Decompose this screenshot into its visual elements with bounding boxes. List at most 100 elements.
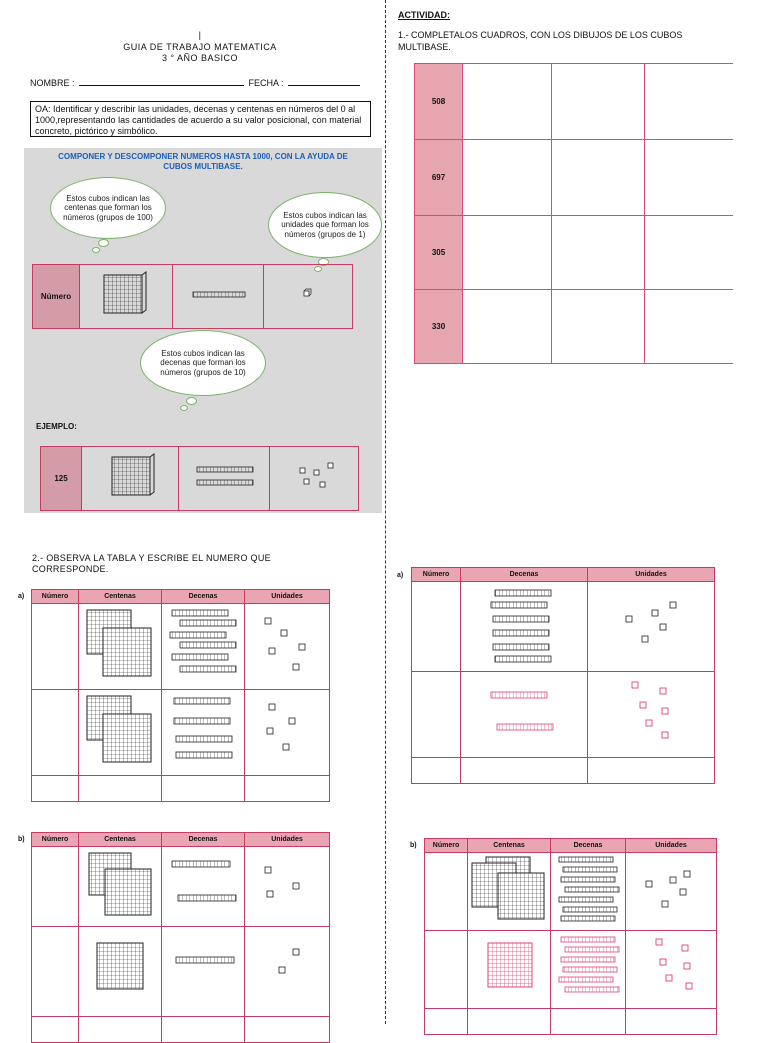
hundred-blocks-icon xyxy=(86,609,152,677)
decenas-cell xyxy=(550,852,626,931)
answer-cell[interactable] xyxy=(644,63,733,140)
answer-cell[interactable] xyxy=(644,139,733,216)
empty-cell xyxy=(161,775,245,802)
col-centenas: Centenas xyxy=(467,838,551,853)
answer-cell[interactable] xyxy=(551,289,645,364)
cloud-unidades: Estos cubos indican las unidades que for… xyxy=(268,192,382,258)
answer-cell[interactable] xyxy=(31,689,79,776)
unit-cubes-icon xyxy=(264,866,300,898)
ten-rods-icon xyxy=(558,856,620,922)
panel-title-line2: CUBOS MULTIBASE. xyxy=(163,162,243,171)
unidad-cell xyxy=(263,264,353,329)
date-field[interactable] xyxy=(288,85,361,86)
empty-cell xyxy=(550,1008,626,1035)
answer-cell[interactable] xyxy=(644,215,733,290)
activity-title: ACTIVIDAD: xyxy=(398,10,450,20)
answer-cell[interactable] xyxy=(411,671,461,758)
hundred-block-icon xyxy=(103,271,147,314)
section2-line2: CORRESPONDE. xyxy=(32,564,109,574)
example-table: 125 xyxy=(40,446,359,511)
empty-cell xyxy=(78,775,162,802)
hundred-block-icon xyxy=(111,453,155,496)
col-numero: Número xyxy=(411,567,461,582)
activity-number: 330 xyxy=(414,289,463,364)
empty-cell xyxy=(78,1016,162,1043)
unidades-cell xyxy=(587,581,715,672)
reference-table: Número xyxy=(32,264,353,329)
hundred-blocks-icon xyxy=(86,695,152,763)
answer-cell[interactable] xyxy=(31,603,79,690)
table-a-left: Número Centenas Decenas Unidades xyxy=(31,589,330,802)
decenas-cell xyxy=(161,926,245,1017)
unit-cubes-icon xyxy=(266,703,296,751)
empty-cell xyxy=(244,775,330,802)
answer-cell[interactable] xyxy=(462,139,552,216)
label-b-left: b) xyxy=(18,836,25,843)
ten-rods-icon xyxy=(171,860,237,902)
answer-cell[interactable] xyxy=(31,775,79,802)
decenas-cell xyxy=(161,689,245,776)
unidades-cell xyxy=(625,930,717,1009)
col-decenas: Decenas xyxy=(550,838,626,853)
answer-cell[interactable] xyxy=(411,757,461,784)
table-b-right: Número Centenas Decenas Unidades xyxy=(424,838,717,1035)
centenas-cell xyxy=(78,603,162,690)
unit-cubes-pink-icon xyxy=(631,681,669,739)
col-centenas: Centenas xyxy=(78,832,162,847)
answer-cell[interactable] xyxy=(551,139,645,216)
col-centenas: Centenas xyxy=(78,589,162,604)
cloud-bubble xyxy=(180,405,188,411)
activity-instruction: 1.- COMPLETALOS CUADROS, CON LOS DIBUJOS… xyxy=(398,30,683,52)
col-unidades: Unidades xyxy=(244,589,330,604)
unit-cubes-icon xyxy=(278,948,300,974)
unit-cubes-icon xyxy=(264,617,306,671)
answer-cell[interactable] xyxy=(551,215,645,290)
unit-cube-icon xyxy=(303,288,312,297)
answer-cell[interactable] xyxy=(411,581,461,672)
unidades-cell xyxy=(244,689,330,776)
panel-title: COMPONER Y DESCOMPONER NUMEROS HASTA 100… xyxy=(24,152,382,172)
hundred-blocks-icon xyxy=(88,852,152,916)
header-mark: | xyxy=(198,30,202,40)
name-field[interactable] xyxy=(79,85,245,86)
unit-cubes-icon xyxy=(299,462,334,488)
answer-cell[interactable] xyxy=(31,846,79,927)
ten-rods-pink-icon xyxy=(490,691,554,731)
unit-cubes-icon xyxy=(645,870,691,908)
answer-cell[interactable] xyxy=(462,289,552,364)
unidades-cell xyxy=(244,846,330,927)
multibase-explanation-panel: COMPONER Y DESCOMPONER NUMEROS HASTA 100… xyxy=(24,148,382,513)
centenas-cell xyxy=(467,852,551,931)
cloud-bubble xyxy=(98,239,109,247)
col-unidades: Unidades xyxy=(625,838,717,853)
decenas-cell xyxy=(161,846,245,927)
unidades-cell xyxy=(244,603,330,690)
section2-line1: 2.- OBSERVA LA TABLA Y ESCRIBE EL NUMERO… xyxy=(32,553,271,563)
col-decenas: Decenas xyxy=(161,832,245,847)
example-label: EJEMPLO: xyxy=(36,422,77,431)
answer-cell[interactable] xyxy=(424,852,468,931)
page-subtitle: 3 ° AÑO BASICO xyxy=(161,53,239,63)
col-numero: Número xyxy=(424,838,468,853)
decenas-cell xyxy=(550,930,626,1009)
centena-cell xyxy=(79,264,173,329)
col-decenas: Decenas xyxy=(460,567,588,582)
empty-cell xyxy=(467,1008,551,1035)
answer-cell[interactable] xyxy=(462,215,552,290)
answer-cell[interactable] xyxy=(424,1008,468,1035)
answer-cell[interactable] xyxy=(31,1016,79,1043)
answer-cell[interactable] xyxy=(551,63,645,140)
activity-number: 508 xyxy=(414,63,463,140)
objective-box: OA: Identificar y describir las unidades… xyxy=(30,101,371,137)
unidades-cell xyxy=(587,671,715,758)
answer-cell[interactable] xyxy=(462,63,552,140)
empty-cell xyxy=(244,1016,330,1043)
answer-cell[interactable] xyxy=(644,289,733,364)
decenas-cell xyxy=(460,671,588,758)
example-unidades xyxy=(269,446,359,511)
answer-cell[interactable] xyxy=(424,930,468,1009)
answer-cell[interactable] xyxy=(31,926,79,1017)
centenas-cell xyxy=(78,689,162,776)
name-date-row: NOMBRE : FECHA : xyxy=(30,78,370,88)
number-header-cell: Número xyxy=(32,264,80,329)
